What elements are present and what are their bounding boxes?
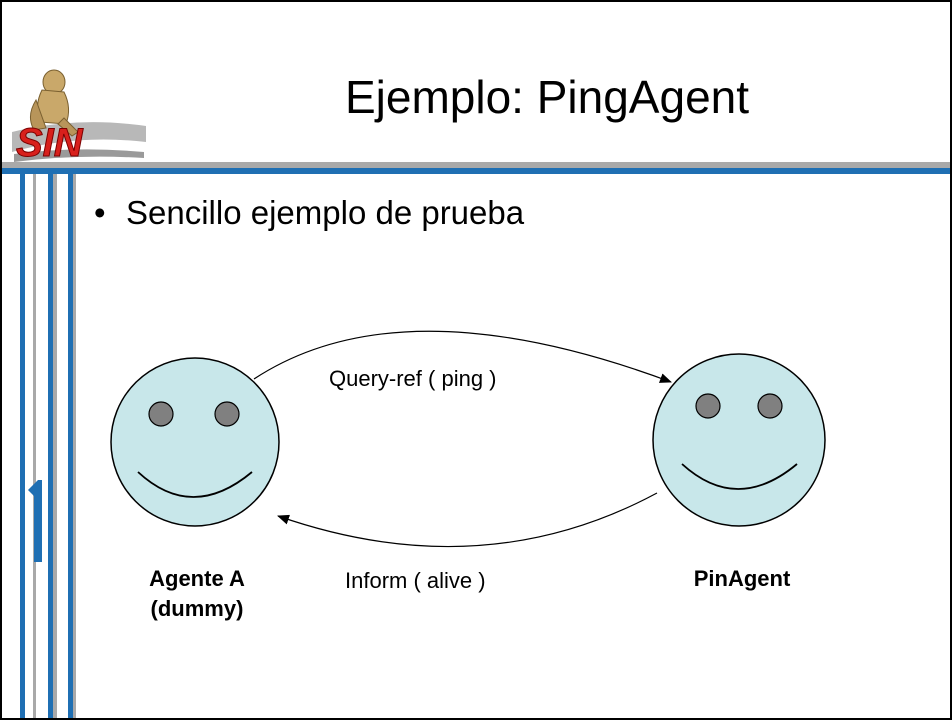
vertical-bar-5: [68, 174, 73, 718]
bullet-item: • Sencillo ejemplo de prueba: [94, 194, 524, 232]
logo-figure-leg: [57, 117, 79, 137]
edge-query-ref: [253, 330, 672, 383]
agent-a-eye-left: [148, 401, 174, 427]
vertical-bar-1: [20, 174, 25, 718]
agent-a-eye-right: [214, 401, 240, 427]
vertical-bar-4: [53, 174, 57, 718]
title-divider-grey: [2, 162, 950, 168]
sin-logo: SIN: [12, 69, 146, 166]
logo-lettering: SIN: [16, 121, 84, 165]
bullet-dot: •: [94, 194, 106, 231]
ping-agent-node: [652, 353, 826, 527]
ping-agent-face: [652, 353, 826, 527]
logo-figure-arm: [30, 98, 47, 131]
ping-agent-mouth: [681, 463, 798, 490]
node-label-agent-a-line1: Agente A: [149, 566, 245, 591]
agent-a-mouth: [137, 471, 253, 498]
node-label-agent-a: Agente A (dummy): [112, 564, 282, 624]
slide-title: Ejemplo: PingAgent: [344, 71, 750, 123]
agent-a-face: [110, 357, 280, 527]
logo-swoosh: [12, 122, 146, 152]
vertical-bar-2: [33, 174, 36, 718]
agent-a-node: [110, 357, 280, 527]
logo-swoosh-2: [14, 149, 144, 162]
vertical-gap-1: [25, 174, 33, 718]
node-label-agent-a-line2: (dummy): [150, 596, 244, 621]
node-label-ping-agent: PinAgent: [693, 566, 791, 591]
edge-label-query-ref: Query-ref ( ping ): [329, 366, 497, 391]
title-divider-blue: [2, 168, 950, 174]
ping-agent-eye-right: [757, 393, 783, 419]
vertical-bar-6: [73, 174, 76, 718]
ping-agent-eye-left: [695, 393, 721, 419]
vertical-bar-3: [48, 174, 53, 718]
bullet-text: Sencillo ejemplo de prueba: [126, 194, 525, 231]
edge-label-inform: Inform ( alive ): [345, 568, 486, 593]
edge-inform: [277, 492, 658, 548]
numeral-mark: [28, 480, 42, 562]
